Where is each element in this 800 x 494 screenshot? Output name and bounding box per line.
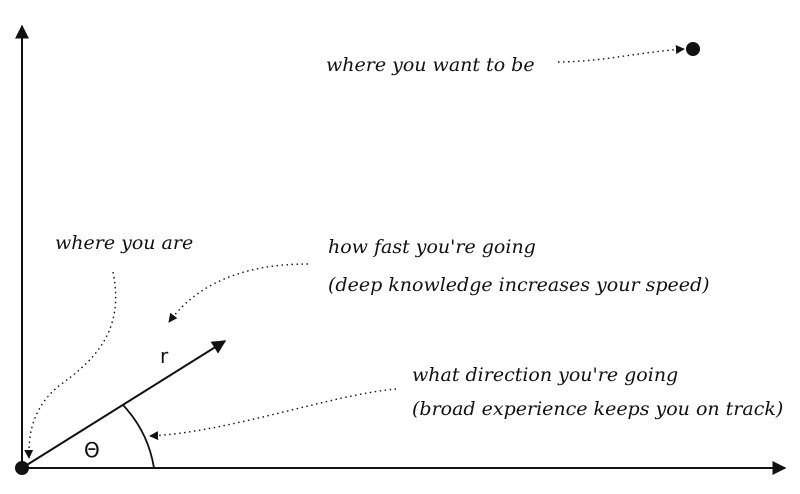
magnitude-symbol: r: [160, 344, 169, 368]
direction-label: what direction you're going: [412, 364, 679, 386]
speed-pointer: [168, 263, 309, 323]
speed-label: how fast you're going: [328, 236, 536, 258]
direction-sublabel: (broad experience keeps you on track): [412, 398, 784, 420]
angle-arc: [122, 404, 155, 469]
goal-pointer: [557, 45, 685, 63]
speed-sublabel: (deep knowledge increases your speed): [328, 274, 710, 296]
origin-point: [15, 461, 29, 475]
vector-r: [21, 340, 227, 469]
goal-point: [686, 42, 700, 56]
current-pointer: [24, 271, 117, 459]
goal-label: where you want to be: [326, 54, 535, 76]
angle-symbol: Θ: [84, 438, 100, 462]
direction-pointer: [149, 388, 397, 441]
current-label: where you are: [55, 232, 194, 254]
